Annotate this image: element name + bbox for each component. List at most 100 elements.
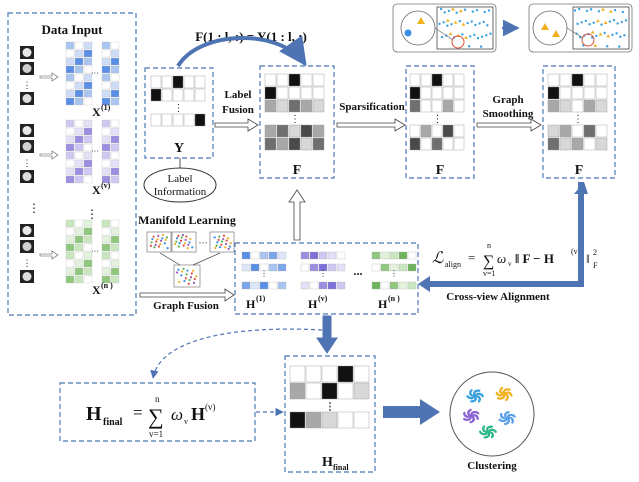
matrix-cell [250, 251, 260, 260]
cluster-point [505, 411, 509, 414]
matrix-cell [327, 251, 337, 260]
matrix-cell [312, 73, 325, 87]
cluster-point [501, 393, 504, 397]
matrix-cell [288, 73, 301, 87]
matrix-cell [264, 99, 277, 113]
matrix-cell [110, 219, 120, 228]
matrix-cell [101, 275, 111, 284]
matrix-cell [83, 235, 93, 244]
matrix-cell [442, 137, 454, 151]
matrix-cell [83, 227, 93, 236]
svg-text:v: v [508, 260, 512, 268]
matrix-cell [150, 88, 162, 102]
input-arrow [39, 72, 59, 82]
matrix-cell [65, 127, 75, 136]
matrix-cell [101, 97, 111, 106]
matrix-cell [110, 81, 120, 90]
matrix-cell [409, 124, 421, 138]
matrix-cell [110, 151, 120, 160]
cluster-point [484, 436, 487, 439]
matrix-cell [318, 251, 328, 260]
matrix-cell [83, 97, 93, 106]
input-arrow [39, 250, 59, 260]
matrix-cell [110, 267, 120, 276]
svg-text:Manifold Learning: Manifold Learning [138, 213, 236, 227]
cluster-point [496, 392, 499, 396]
matrix-cell [289, 411, 306, 429]
matrix-cell [300, 137, 313, 151]
cluster-point [467, 412, 470, 415]
cluster-point [478, 392, 481, 396]
svg-text:n: n [487, 241, 491, 250]
matrix-cell [305, 365, 322, 383]
matrix-cell [110, 143, 120, 152]
matrix-cell [559, 86, 572, 100]
matrix-cell [250, 281, 260, 290]
matrix-cell [83, 175, 93, 184]
matrix-cell [453, 137, 465, 151]
matrix-cell [101, 127, 111, 136]
svg-text:H: H [86, 403, 102, 425]
graph-smoothing-arrow: Graph Smoothing [476, 94, 542, 132]
matrix-cell [65, 89, 75, 98]
matrix-cell [420, 86, 432, 100]
matrix-cell [583, 99, 596, 113]
matrix-cell [172, 113, 184, 127]
matrix-cell [101, 119, 111, 128]
matrix-cell [371, 281, 381, 290]
matrix-cell [74, 151, 84, 160]
data-input-panel: Data Input ⋮···X(1)⋮···X(v)⋮···X(n )⋮⋮ [7, 12, 137, 316]
svg-text:F: F [436, 163, 445, 178]
cluster-point [466, 418, 469, 421]
matrix-cell [321, 365, 338, 383]
cluster-point [477, 412, 480, 415]
matrix-cell [161, 75, 173, 89]
matrix-cell [65, 119, 75, 128]
matrix-cell [183, 113, 195, 127]
svg-text:Graph: Graph [492, 94, 523, 106]
svg-text:Fusion: Fusion [222, 104, 254, 116]
matrix-cell [442, 86, 454, 100]
svg-text:Information: Information [154, 186, 207, 198]
matrix-cell [65, 251, 75, 260]
matrix-cell [110, 73, 120, 82]
matrix-cell [453, 99, 465, 113]
matrix-cell [583, 137, 596, 151]
cluster-point [500, 419, 504, 422]
matrix-cell [276, 99, 289, 113]
matrix-cell [74, 65, 84, 74]
matrix-cell [110, 65, 120, 74]
label-matrix-y: ⋮ Y Label Information [143, 67, 217, 203]
matrix-cell [571, 86, 584, 100]
matrix-cell [83, 151, 93, 160]
cluster-point [475, 393, 478, 396]
matrix-cell [300, 99, 313, 113]
embedding-superscript: (v) [318, 294, 328, 303]
matrix-cell [453, 73, 465, 87]
matrix-cell [583, 73, 596, 87]
svg-text:···: ··· [91, 247, 99, 256]
svg-text:‖: ‖ [586, 251, 590, 266]
svg-text:Cross-view Alignment: Cross-view Alignment [446, 291, 550, 303]
data-input-title: Data Input [41, 22, 103, 37]
matrix-cell [74, 73, 84, 82]
matrix-cell [336, 263, 346, 272]
matrix-cell [83, 49, 93, 58]
cluster-point [471, 416, 474, 419]
svg-text:align: align [445, 260, 461, 269]
svg-text:(v): (v) [571, 247, 581, 256]
matrix-cell [110, 235, 120, 244]
embedding-label: H [246, 297, 256, 311]
cluster-point [498, 397, 501, 400]
matrix-cell [442, 99, 454, 113]
svg-text:=: = [133, 403, 143, 422]
svg-text:···: ··· [199, 238, 208, 248]
svg-text:⋮: ⋮ [573, 114, 583, 125]
svg-text:Label: Label [167, 173, 192, 185]
cluster-point [486, 426, 489, 430]
matrix-cell [547, 124, 560, 138]
matrix-cell [74, 235, 84, 244]
cluster-point [502, 419, 505, 422]
cluster-point [474, 397, 477, 400]
input-arrow [39, 150, 59, 160]
